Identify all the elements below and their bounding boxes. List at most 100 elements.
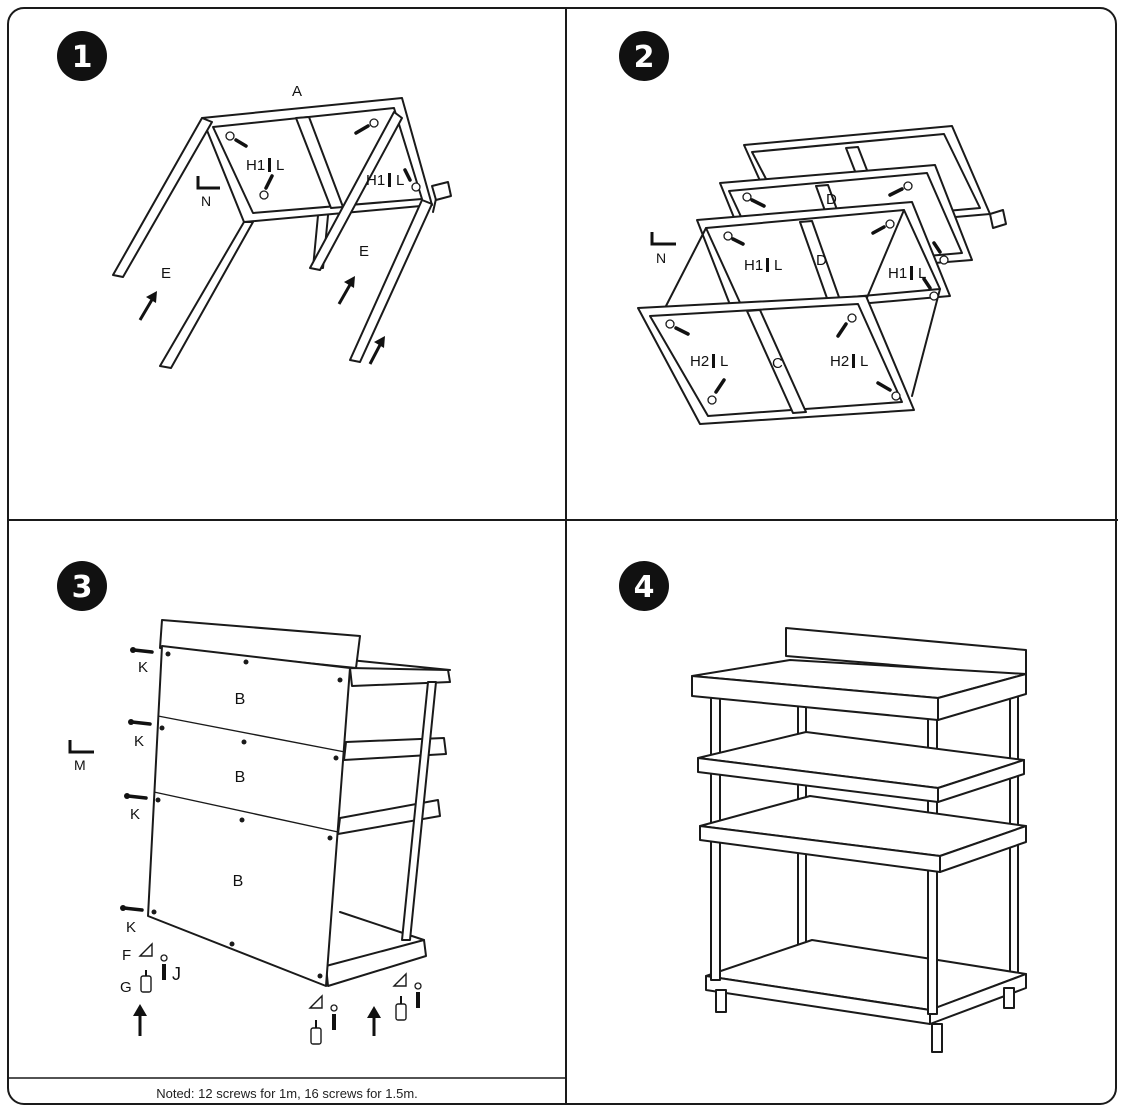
separator-icon [852,354,855,368]
arrow-up-icon [337,276,355,305]
part-label-l: L [918,265,926,282]
bolt-head-icon [330,1004,338,1012]
rail [349,659,451,671]
screw [888,187,904,197]
tool-label-n: N [201,193,211,209]
screw [932,241,942,254]
screw [403,168,412,182]
right-leg [401,681,437,941]
foot [715,989,727,1013]
screw [731,237,745,246]
shelf-front-center-bar [746,309,807,414]
step-2-number: 2 [634,40,655,75]
wrench-icon [68,740,94,754]
hole [939,255,949,265]
screw [876,381,892,392]
step-2-panel: 2 D D C H1 [619,31,1007,425]
screw [714,378,726,394]
part-label-d: D [826,191,837,208]
part-label-h2: H2 [830,353,849,370]
end-rail [989,209,1007,229]
foot-cap-icon [308,994,323,1009]
arrow-up-icon [368,336,385,365]
wrench-icon [650,232,676,246]
part-label-d: D [816,252,827,269]
part-label-g: G [120,979,132,996]
part-label-h1: H1 [744,257,763,274]
arrow-up-icon [138,291,157,321]
part-label-e: E [161,265,171,282]
screw [264,174,274,190]
lower-shelf-edge [337,799,441,835]
separator-icon [712,354,715,368]
post [665,227,707,307]
part-label-l: L [774,257,782,274]
step-4-panel: 4 [619,561,1027,1053]
step-1-panel: 1 A H1 [57,31,452,369]
leg-right-front [309,111,403,271]
foot-icon [140,975,152,993]
hole [259,190,269,200]
foot-cap-icon [138,942,153,957]
hole [903,181,913,191]
hole [929,291,939,301]
foot [931,1023,943,1053]
part-label-b: B [235,691,246,708]
part-label-e: E [359,243,369,260]
part-label-h1: H1 [888,265,907,282]
part-label-b: B [235,769,246,786]
foot-icon [310,1027,322,1045]
bolt-icon [162,964,166,980]
end-rail [431,181,452,201]
bolt-head-icon [414,982,422,990]
separator-icon [766,258,769,272]
post [865,209,905,301]
screw [922,277,932,290]
leg-left-front [112,117,213,278]
screw-k-icon [130,647,154,654]
part-label-l: L [396,172,404,189]
step-1-number: 1 [72,40,93,75]
hole [742,192,752,202]
foot [1003,987,1015,1009]
part-label-h1: H1 [246,157,265,174]
part-label-l: L [860,353,868,370]
hole [665,319,675,329]
hole [885,219,895,229]
step-3-panel: 3 B B B K K K K M F [57,561,451,1101]
lower-shelf-side [939,825,1027,873]
arrow-up-icon [133,1004,147,1036]
bolt-icon [416,992,420,1008]
panel-seam [157,715,346,753]
hole [707,395,717,405]
screw-k-icon [120,905,144,912]
top-shelf-edge [349,667,451,687]
part-label-k: K [130,806,140,823]
part-label-l: L [720,353,728,370]
step-4-number: 4 [634,570,655,605]
hole [847,313,857,323]
top-side-edge [937,673,1027,721]
hole [369,118,379,128]
panel-seam [153,791,339,833]
bolt-icon [332,1014,336,1030]
part-label-a: A [292,83,302,100]
backsplash [159,619,361,669]
part-label-k: K [126,919,136,936]
hole [411,182,421,192]
foot-icon [395,1003,407,1021]
post [911,288,941,397]
screw-k-icon [124,793,148,800]
bottom-shelf-edge [325,939,427,987]
screw [871,225,886,235]
screw [234,138,248,148]
part-label-f: F [122,947,131,964]
screw [674,326,690,336]
screw-k-icon [128,719,152,726]
screw [836,322,848,338]
step-4-badge [619,561,669,611]
tool-label-m: M [74,757,86,773]
step-3-number: 3 [72,570,93,605]
foot-cap-icon [392,972,407,987]
